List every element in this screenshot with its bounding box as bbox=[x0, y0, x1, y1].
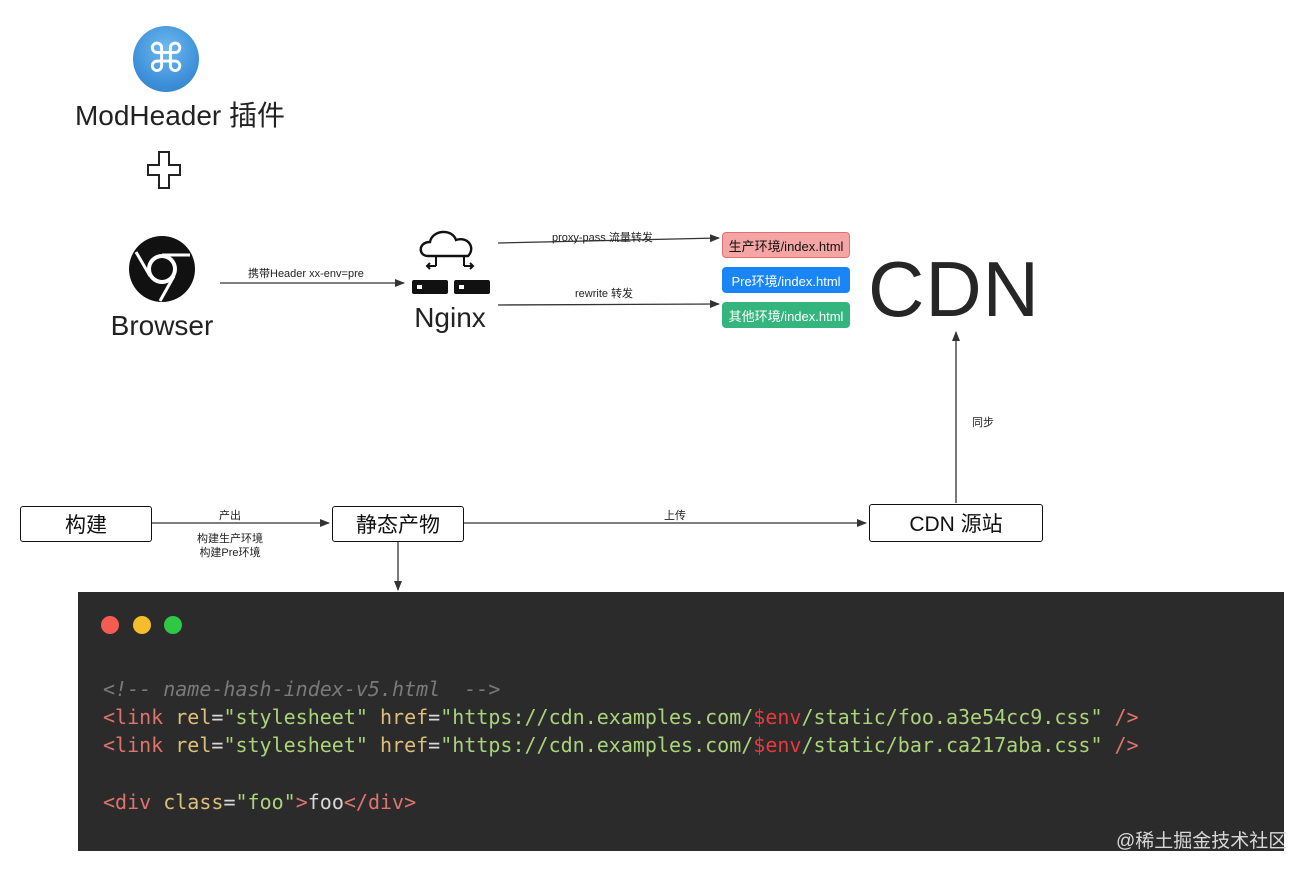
code-line-link-foo: <link rel="stylesheet" href="https://cdn… bbox=[103, 705, 1139, 729]
edge-label-header: 携带Header xx-env=pre bbox=[248, 268, 364, 280]
env-box-pre: Pre环境/index.html bbox=[722, 267, 850, 293]
window-minimize-dot bbox=[133, 616, 151, 634]
edge-label-upload: 上传 bbox=[664, 510, 686, 522]
build-note-pre: 构建Pre环境 bbox=[199, 547, 261, 559]
env-box-production: 生产环境/index.html bbox=[722, 232, 850, 258]
code-line-comment: <!-- name-hash-index-v5.html --> bbox=[103, 677, 501, 701]
cdn-origin-box: CDN 源站 bbox=[869, 504, 1043, 542]
edge-label-produce: 产出 bbox=[219, 510, 241, 522]
watermark: @稀土掘金技术社区 bbox=[1116, 831, 1288, 852]
static-artifacts-box: 静态产物 bbox=[332, 506, 464, 542]
code-line-div: <div class="foo">foo</div> bbox=[103, 790, 417, 814]
env-box-other: 其他环境/index.html bbox=[722, 302, 850, 328]
modheader-icon: ⌘ bbox=[133, 26, 199, 92]
window-zoom-dot bbox=[164, 616, 182, 634]
build-box: 构建 bbox=[20, 506, 152, 542]
edge-label-sync: 同步 bbox=[972, 417, 994, 429]
arrow-proxy-pass bbox=[497, 234, 720, 244]
edge-label-proxy-pass: proxy-pass 流量转发 bbox=[552, 232, 653, 244]
edge-label-rewrite: rewrite 转发 bbox=[575, 288, 634, 300]
arrow-rewrite bbox=[497, 300, 720, 309]
nginx-label: Nginx bbox=[414, 302, 486, 333]
code-panel bbox=[78, 592, 1284, 851]
code-line-link-bar: <link rel="stylesheet" href="https://cdn… bbox=[103, 733, 1139, 757]
nginx-server-icon bbox=[412, 230, 490, 294]
build-notes: 构建生产环境 构建Pre环境 bbox=[160, 532, 300, 560]
cdn-title: CDN bbox=[868, 245, 1040, 333]
build-note-prod: 构建生产环境 bbox=[197, 533, 263, 545]
plus-icon bbox=[147, 151, 181, 189]
window-close-dot bbox=[101, 616, 119, 634]
browser-label: Browser bbox=[110, 310, 214, 341]
modheader-title: ModHeader 插件 bbox=[74, 100, 286, 131]
chrome-browser-icon bbox=[129, 236, 195, 302]
